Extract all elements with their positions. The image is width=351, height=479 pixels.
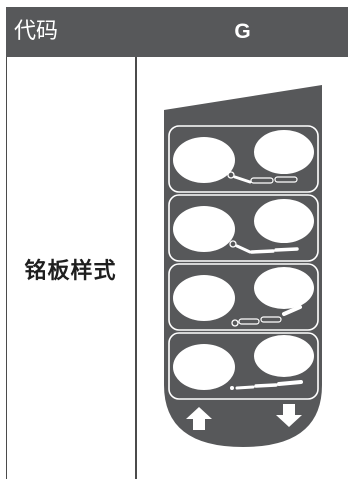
spec-table: 代码 G 铭板样式	[6, 7, 348, 479]
arrow-down-icon	[276, 404, 302, 427]
arrow-up-icon	[186, 407, 212, 430]
right-button-3	[254, 267, 314, 309]
table-header: 代码 G	[6, 7, 348, 57]
right-button-4	[254, 335, 314, 377]
row-label: 铭板样式	[24, 259, 117, 284]
button-group-1	[168, 125, 319, 193]
table-column-divider	[135, 57, 137, 479]
left-button-4	[173, 344, 235, 390]
table-border-left	[6, 57, 7, 479]
left-button-2	[173, 206, 235, 252]
left-button-3	[173, 275, 235, 321]
button-group-3	[168, 263, 319, 331]
header-value: G	[234, 20, 251, 43]
left-button-1	[173, 137, 235, 183]
header-code-label: 代码	[14, 19, 59, 44]
button-group-2	[168, 194, 319, 262]
nameplate-illustration	[164, 85, 322, 447]
right-button-1	[254, 130, 314, 174]
right-button-2	[254, 199, 314, 243]
button-group-4	[168, 332, 319, 400]
